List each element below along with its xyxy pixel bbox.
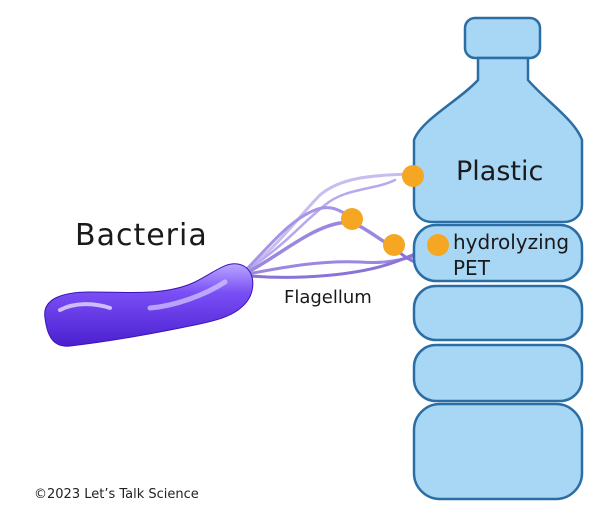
flagellum-strand bbox=[246, 172, 414, 270]
bacteria-label: Bacteria bbox=[75, 218, 208, 253]
bottle-ring-2 bbox=[412, 284, 584, 342]
bottle-ring-1 bbox=[412, 223, 584, 283]
enzyme-dots bbox=[341, 165, 449, 256]
enzyme-dot bbox=[402, 165, 424, 187]
plastic-bottle bbox=[412, 16, 584, 501]
bacterium-highlight bbox=[58, 302, 112, 312]
plastic-label: Plastic bbox=[456, 156, 544, 187]
enzyme-dot bbox=[341, 208, 363, 230]
bacterium-body bbox=[44, 263, 254, 347]
bottle-cap bbox=[463, 16, 542, 60]
bacterium bbox=[44, 263, 254, 347]
flagella-group bbox=[244, 172, 440, 279]
enzyme-dot bbox=[383, 234, 405, 256]
hydrolyzing-label-line1: hydrolyzing bbox=[453, 230, 570, 254]
bottle-ring-3 bbox=[412, 343, 584, 403]
hydrolyzing-label-line2: PET bbox=[453, 256, 490, 280]
bottle-base bbox=[412, 402, 584, 501]
flagellum-strand bbox=[244, 206, 354, 272]
bacterium-highlight bbox=[147, 279, 228, 311]
enzyme-dot bbox=[427, 234, 449, 256]
flagellum-label: Flagellum bbox=[284, 287, 372, 308]
flagellum-strand bbox=[248, 178, 397, 270]
copyright-credit: ©2023 Let’s Talk Science bbox=[34, 487, 199, 502]
flagellum-strand bbox=[246, 220, 394, 274]
bottle-shoulder bbox=[412, 56, 584, 224]
